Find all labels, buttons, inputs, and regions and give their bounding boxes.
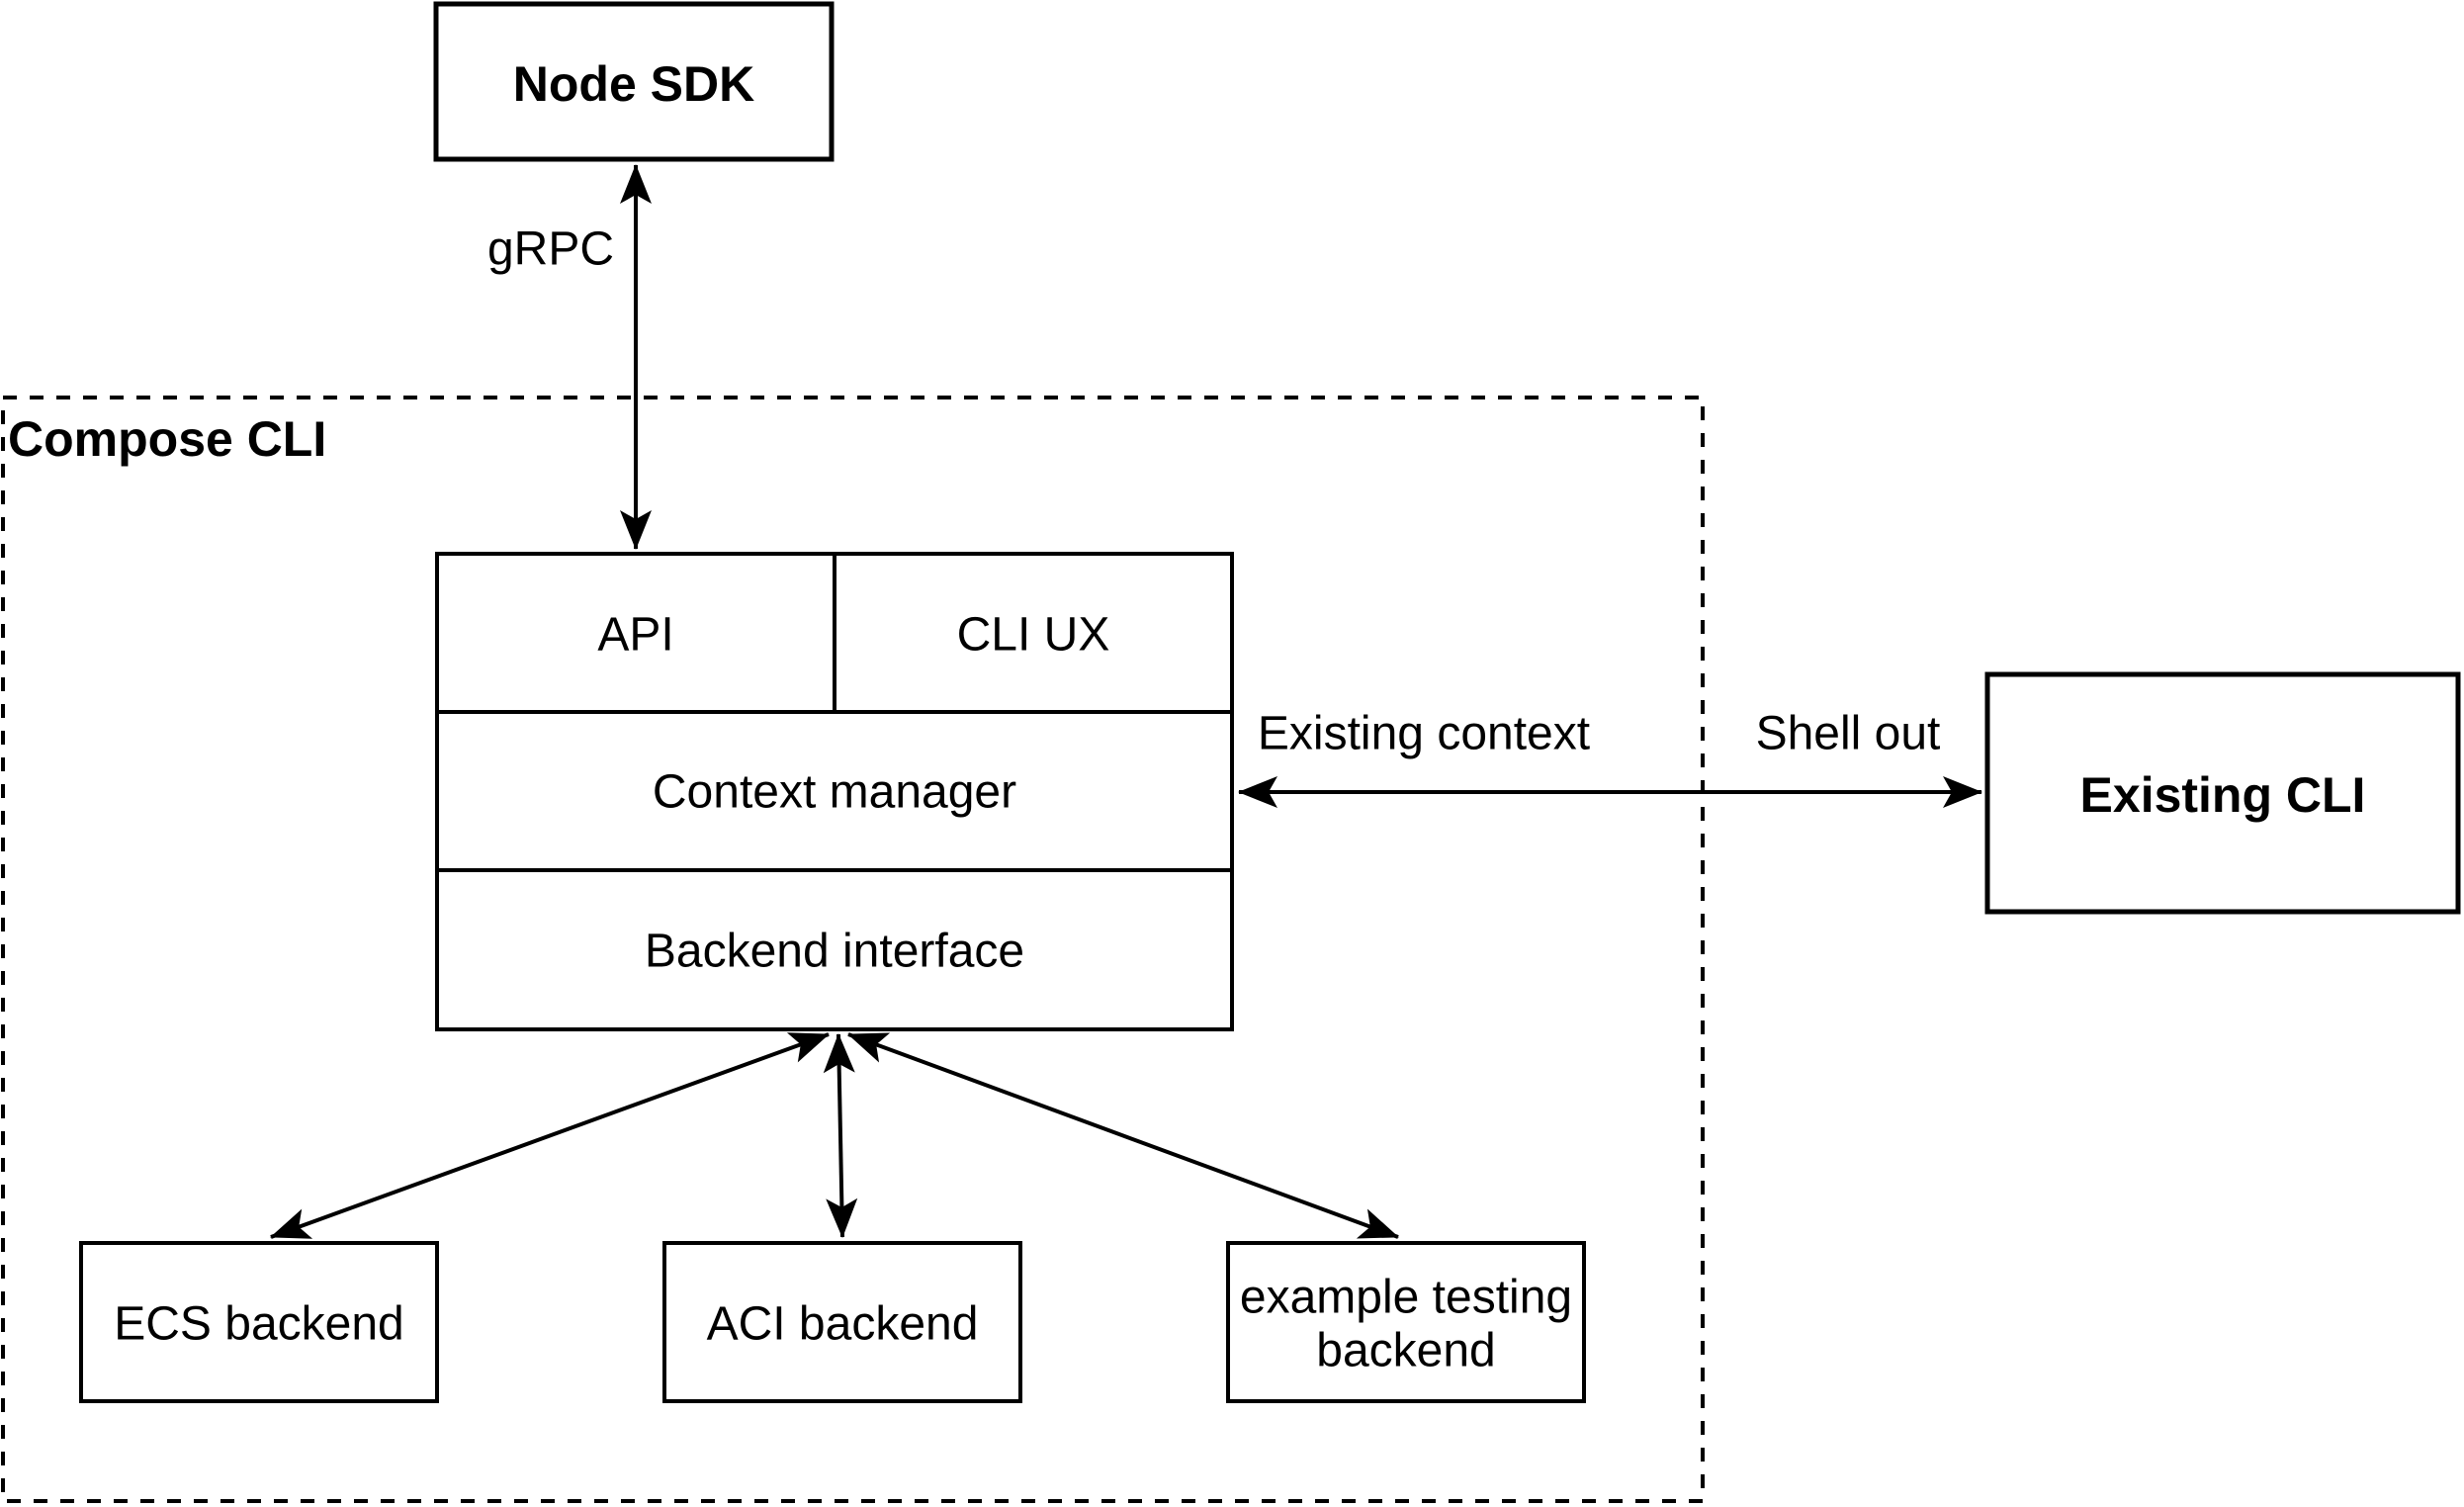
compose-cli-stack: API CLI UX Context manager Backend inter… xyxy=(435,552,1234,1031)
ecs-backend-box xyxy=(79,1241,439,1403)
existing-cli-label: Existing CLI xyxy=(2080,767,2366,823)
existing-context-edge: Existing context Shell out xyxy=(1238,708,1982,808)
ecs-backend-node: ECS backend xyxy=(79,1241,439,1403)
grpc-edge-label: gRPC xyxy=(487,223,614,276)
compose-cli-dashed-border xyxy=(1,396,1705,1503)
cli-ux-label: CLI UX xyxy=(957,609,1110,662)
example-testing-backend-node: example testing backend xyxy=(1226,1241,1586,1403)
node-sdk-label: Node SDK xyxy=(513,56,754,112)
backend-interface-label: Backend interface xyxy=(645,926,1024,978)
aci-backend-node: ACI backend xyxy=(662,1241,1022,1403)
backend-edges xyxy=(270,1032,1399,1239)
ecs-backend-label: ECS backend xyxy=(114,1298,404,1351)
example-testing-backend-label-line1: example testing xyxy=(1240,1272,1572,1324)
ecs-backend-arrow xyxy=(270,1032,830,1239)
existing-context-label: Existing context xyxy=(1258,708,1590,760)
example-backend-arrow xyxy=(847,1032,1399,1239)
aci-backend-box xyxy=(662,1241,1022,1403)
shell-out-label: Shell out xyxy=(1756,708,1941,760)
node-sdk-node: Node SDK xyxy=(433,1,835,162)
example-testing-backend-label-line2: backend xyxy=(1316,1325,1495,1377)
compose-cli-container: Compose CLI xyxy=(1,396,1705,1503)
context-manager-label: Context manager xyxy=(653,766,1016,819)
grpc-edge: gRPC xyxy=(487,164,652,550)
existing-cli-box xyxy=(1984,671,2461,915)
node-sdk-box xyxy=(433,1,835,162)
compose-cli-label: Compose CLI xyxy=(8,411,326,467)
example-testing-backend-box xyxy=(1226,1241,1586,1403)
aci-backend-arrow xyxy=(823,1033,858,1238)
aci-backend-label: ACI backend xyxy=(707,1298,979,1351)
api-label: API xyxy=(597,609,673,662)
existing-cli-node: Existing CLI xyxy=(1984,671,2461,915)
